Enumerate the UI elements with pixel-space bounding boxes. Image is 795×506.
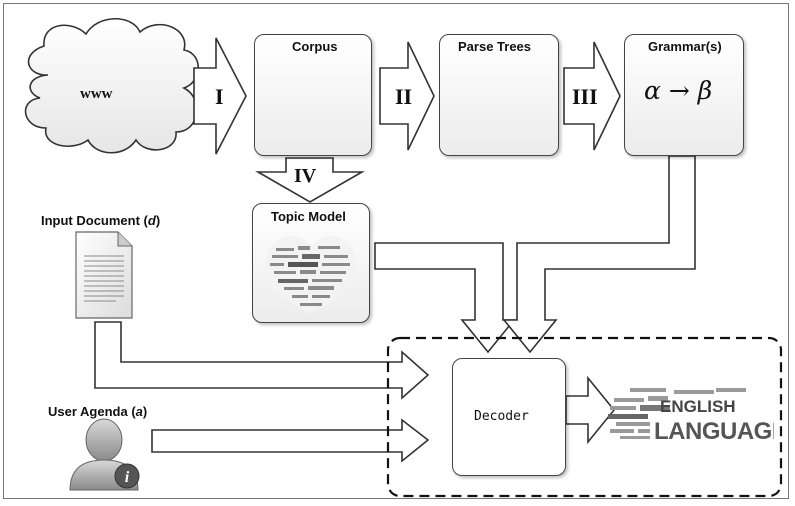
document-icon (75, 231, 133, 319)
arrow-step-iii (563, 41, 621, 151)
parse-trees-label: Parse Trees (458, 39, 532, 54)
step-iv-label: IV (294, 165, 317, 187)
grammar-formula: α → β (644, 76, 713, 105)
parse-trees-box (439, 34, 559, 156)
topic-model-label: Topic Model (271, 209, 346, 224)
diagram-frame (3, 3, 789, 499)
corpus-label: Corpus (292, 39, 338, 54)
input-document-variable: d (147, 213, 156, 228)
grammar-to-decoder-arrow (502, 155, 696, 354)
user-agenda-label-suffix: ) (142, 404, 148, 419)
output-word-language: LANGUAGE (654, 418, 774, 445)
word-cloud-image (262, 228, 360, 316)
arrow-step-i (193, 37, 247, 155)
output-word-english: ENGLISH (660, 397, 736, 416)
user-agenda-label: User Agenda (a) (48, 404, 147, 419)
corpus-box (254, 34, 372, 156)
step-iii-label: III (572, 84, 598, 109)
decoder-region (386, 336, 783, 498)
user-agenda-label-prefix: User Agenda ( (48, 404, 136, 419)
grammar-box (624, 34, 744, 156)
grammar-label: Grammar(s) (648, 39, 722, 54)
output-word-cloud: ENGLISH LANGUAGE (604, 380, 774, 452)
input-document-label-suffix: ) (155, 213, 161, 228)
step-ii-label: II (395, 84, 413, 109)
user-info-icon: i (69, 418, 140, 491)
decoder-box (452, 358, 566, 476)
user-agenda-variable: a (135, 404, 143, 419)
input-document-label-prefix: Input Document ( (41, 213, 148, 228)
arrow-step-iv (255, 157, 365, 203)
arrow-step-ii (379, 41, 435, 151)
input-document-label: Input Document (d) (41, 213, 160, 228)
decoder-to-output-arrow (565, 375, 616, 445)
user-agenda-to-decoder-arrow (151, 418, 430, 463)
svg-text:i: i (125, 469, 130, 486)
input-document-to-decoder-arrow (94, 321, 430, 400)
step-i-label: I (215, 84, 224, 109)
topic-model-to-decoder-arrow (374, 242, 516, 354)
decoder-label: Decoder (474, 409, 529, 424)
www-label: www (80, 86, 113, 102)
